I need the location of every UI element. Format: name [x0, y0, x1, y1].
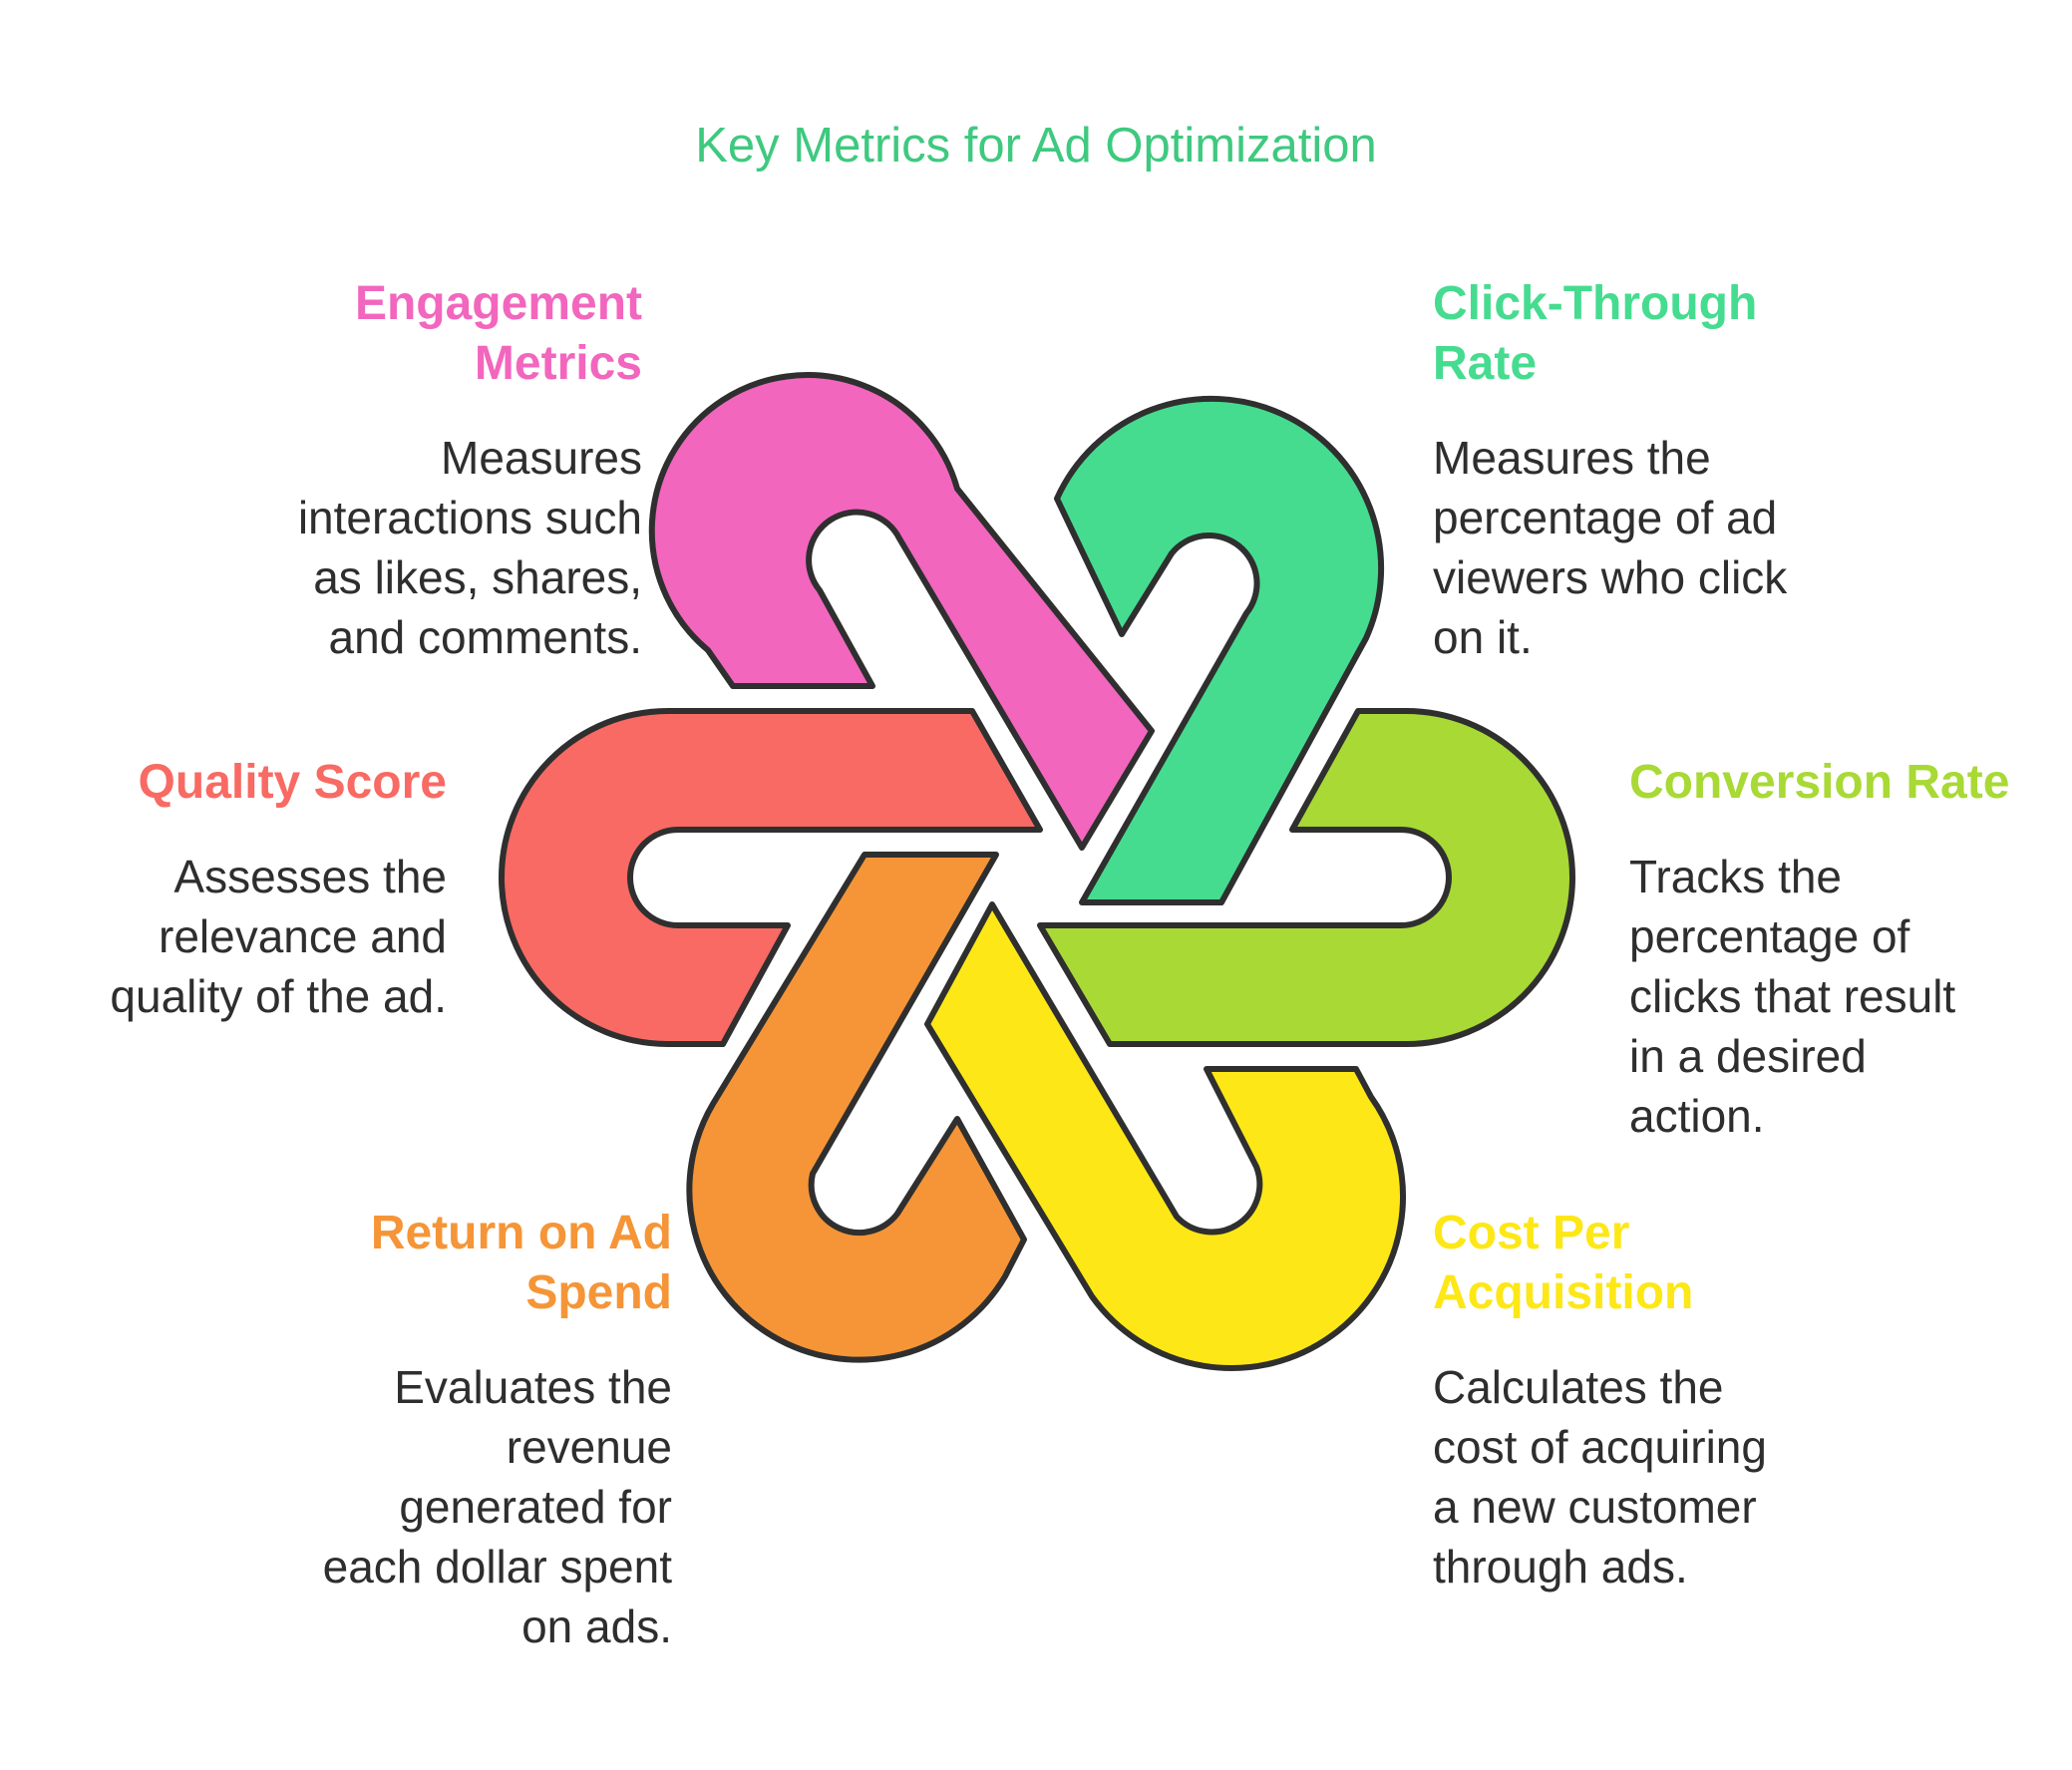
metric-quality-description: Assesses the relevance and quality of th… [8, 847, 447, 1026]
desc-line: Assesses the [173, 851, 447, 902]
desc-line: Calculates the [1433, 1361, 1724, 1413]
metric-cpa-description: Calculates the cost of acquiring a new c… [1433, 1357, 1951, 1596]
metric-cpa: Cost Per Acquisition Calculates the cost… [1433, 1204, 1951, 1596]
heading-line: Cost Per [1433, 1207, 1630, 1259]
metric-ctr: Click-Through Rate Measures the percenta… [1433, 274, 1951, 667]
heading-line: Engagement [354, 277, 642, 330]
heading-line: Spend [525, 1266, 672, 1319]
desc-line: revenue [506, 1421, 672, 1473]
desc-line: relevance and [159, 910, 447, 962]
heading-line: Rate [1433, 337, 1538, 390]
desc-line: as likes, shares, [313, 551, 642, 603]
metric-roas: Return on Ad Spend Evaluates the revenue… [154, 1204, 672, 1656]
desc-line: generated for [399, 1481, 672, 1533]
metric-roas-heading: Return on Ad Spend [154, 1204, 672, 1323]
page-title: Key Metrics for Ad Optimization [695, 119, 1377, 173]
metric-ctr-heading: Click-Through Rate [1433, 274, 1951, 394]
desc-line: on it. [1433, 611, 1533, 663]
metric-quality-heading: Quality Score [8, 753, 447, 813]
desc-line: viewers who click [1433, 551, 1788, 603]
metric-conversion-description: Tracks the percentage of clicks that res… [1629, 847, 2068, 1146]
desc-line: Measures [441, 432, 642, 484]
heading-line: Metrics [474, 337, 642, 390]
desc-line: Tracks the [1629, 851, 1843, 902]
metric-engagement-heading: Engagement Metrics [124, 274, 642, 394]
metric-engagement: Engagement Metrics Measures interactions… [124, 274, 642, 667]
loop-engagement [648, 372, 1155, 851]
desc-line: clicks that result [1629, 970, 1956, 1022]
desc-line: percentage of ad [1433, 492, 1778, 543]
desc-line: cost of acquiring [1433, 1421, 1767, 1473]
loop-cpa [924, 901, 1407, 1372]
desc-line: Measures the [1433, 432, 1711, 484]
loop-quality [499, 708, 1043, 1047]
desc-line: each dollar spent [322, 1541, 672, 1593]
desc-line: percentage of [1629, 910, 1910, 962]
metric-cpa-heading: Cost Per Acquisition [1433, 1204, 1951, 1323]
metric-quality: Quality Score Assesses the relevance and… [8, 753, 447, 1026]
desc-line: quality of the ad. [110, 970, 447, 1022]
desc-line: a new customer [1433, 1481, 1757, 1533]
metric-conversion-heading: Conversion Rate [1629, 753, 2068, 813]
heading-line: Quality Score [138, 756, 447, 809]
metric-engagement-description: Measures interactions such as likes, sha… [124, 428, 642, 667]
metric-conversion: Conversion Rate Tracks the percentage of… [1629, 753, 2068, 1146]
metric-ctr-description: Measures the percentage of ad viewers wh… [1433, 428, 1951, 667]
desc-line: and comments. [328, 611, 642, 663]
loop-roas [686, 852, 1027, 1363]
desc-line: on ads. [521, 1600, 672, 1652]
heading-line: Acquisition [1433, 1266, 1694, 1319]
desc-line: in a desired [1629, 1030, 1867, 1082]
loop-ctr [1054, 395, 1385, 905]
heading-line: Return on Ad [370, 1207, 672, 1259]
heading-line: Click-Through [1433, 277, 1758, 330]
loop-conversion [1037, 708, 1575, 1047]
heading-line: Conversion Rate [1629, 756, 2010, 809]
desc-line: Evaluates the [394, 1361, 672, 1413]
desc-line: interactions such [297, 492, 642, 543]
desc-line: action. [1629, 1090, 1765, 1142]
metric-roas-description: Evaluates the revenue generated for each… [154, 1357, 672, 1656]
desc-line: through ads. [1433, 1541, 1688, 1593]
